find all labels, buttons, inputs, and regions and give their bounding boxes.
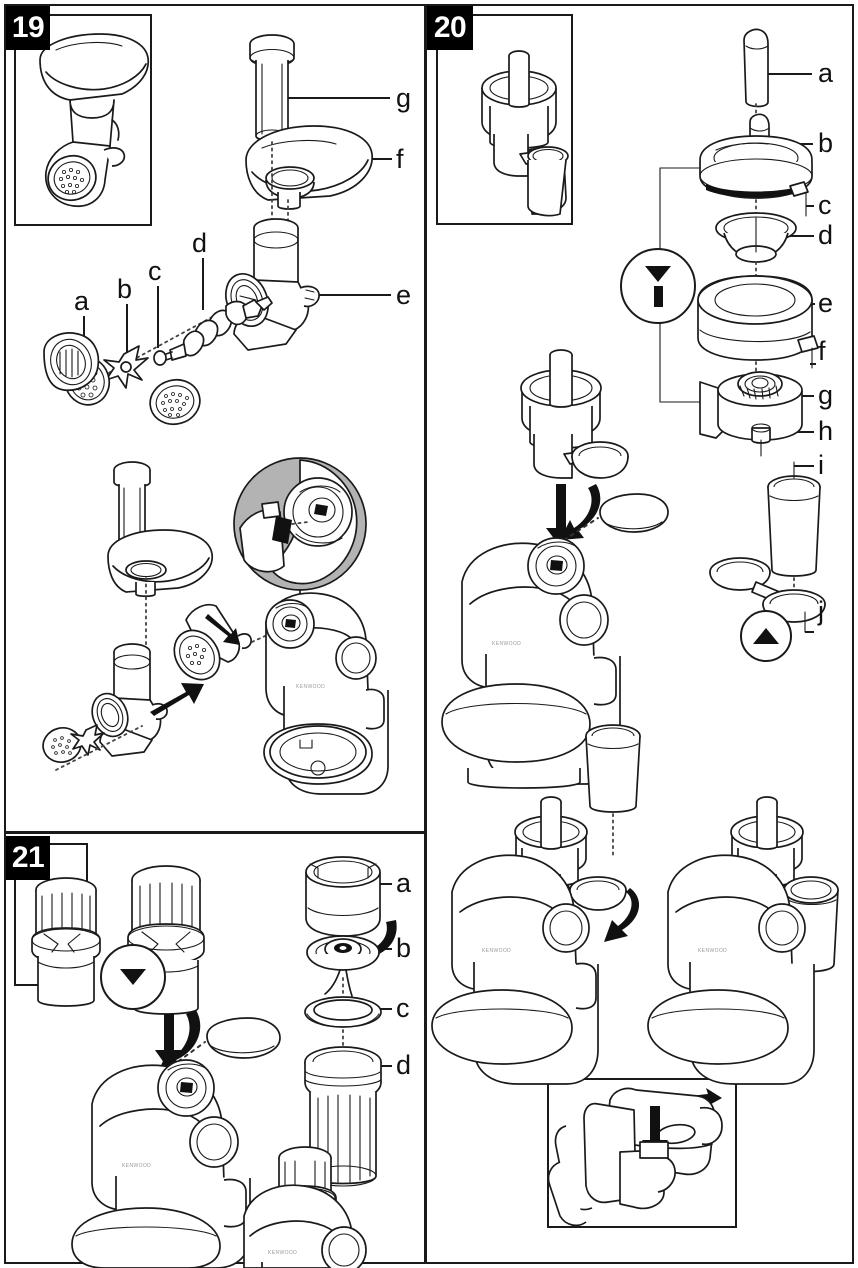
leader-20-c (806, 205, 814, 207)
insert-lock-symbol-panel-21 (100, 944, 166, 1010)
leader-19-g (288, 97, 390, 99)
lock-bar-icon (653, 285, 663, 307)
callout-20-g: g (818, 380, 834, 410)
leader-20-i (794, 465, 814, 467)
triangle-down-icon (645, 265, 671, 282)
callout-19-b: b (117, 274, 133, 304)
leader-20-h (761, 431, 814, 433)
callout-20-f: f (818, 336, 826, 366)
callout-20-i: i (818, 450, 824, 480)
panel-19-21-divider (6, 831, 424, 834)
panel-20-hand-detail-box (547, 1078, 737, 1228)
leader-21-a (380, 883, 392, 885)
panel-number-badge-21: 21 (6, 836, 50, 880)
leader-19-a (83, 316, 85, 348)
callout-20-b: b (818, 128, 834, 158)
callout-20-e: e (818, 288, 834, 318)
triangle-up-icon (753, 628, 779, 644)
callout-20-d: d (818, 220, 834, 250)
callout-20-j: j (818, 596, 824, 626)
callout-20-a: a (818, 58, 834, 88)
callout-20-c: c (818, 190, 832, 220)
leader-20-d (778, 235, 814, 237)
leader-20-g (800, 395, 814, 397)
leader-21-d (378, 1065, 392, 1067)
callout-19-a: a (74, 286, 90, 316)
panel-number-badge-19: 19 (6, 6, 50, 50)
callout-21-b: b (396, 933, 412, 963)
leader-20-a (768, 73, 812, 75)
callout-20-h: h (818, 416, 834, 446)
callout-21-c: c (396, 993, 410, 1023)
leader-19-b (126, 304, 128, 362)
callout-19-c: c (148, 256, 162, 286)
page-frame (4, 4, 854, 1264)
callout-21-a: a (396, 868, 412, 898)
callout-19-d: d (192, 228, 208, 258)
triangle-down-icon-21 (120, 969, 146, 985)
leader-19-d (202, 258, 204, 310)
callout-19-g: g (396, 83, 412, 113)
leader-20-e (805, 303, 815, 305)
release-symbol-panel-20 (740, 610, 792, 662)
callout-21-d: d (396, 1050, 412, 1080)
callout-19-e: e (396, 280, 412, 310)
leader-20-j (805, 631, 814, 633)
leader-21-c (380, 1008, 392, 1010)
column-divider (424, 6, 427, 1262)
callout-19-f: f (396, 144, 404, 174)
leader-20-f (810, 363, 816, 365)
leader-20-b (795, 143, 813, 145)
leader-19-f (370, 158, 392, 160)
panel-number-badge-20: 20 (427, 6, 473, 50)
leader-21-b (378, 948, 392, 950)
insert-lock-symbol-panel-20 (620, 248, 696, 324)
leader-19-e (303, 294, 391, 296)
leader-19-c (157, 286, 159, 348)
